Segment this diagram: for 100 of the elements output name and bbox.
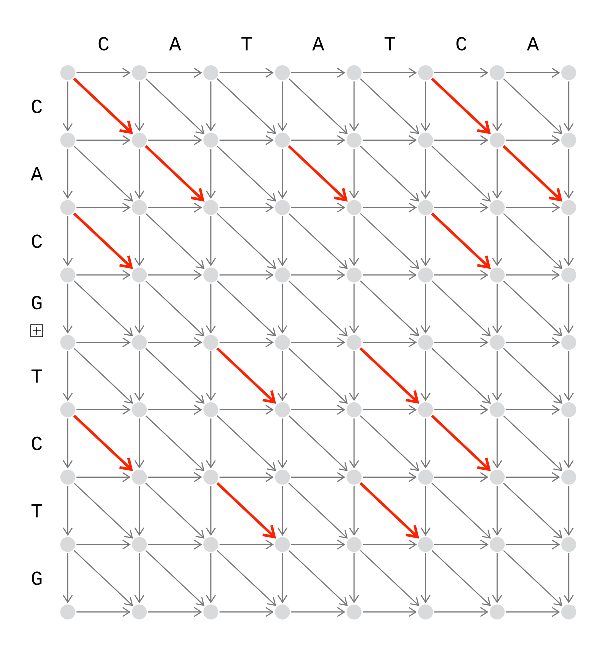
grid-node bbox=[418, 470, 434, 485]
arrow bbox=[217, 213, 276, 270]
grid-node bbox=[418, 402, 434, 418]
arrow bbox=[291, 68, 346, 78]
grid-node bbox=[346, 200, 362, 216]
row-letter: C bbox=[32, 436, 42, 450]
grid-node bbox=[346, 470, 362, 485]
arrow bbox=[278, 284, 288, 334]
column-letter: A bbox=[527, 37, 540, 51]
match-arrow bbox=[216, 348, 276, 404]
arrow bbox=[349, 284, 360, 334]
arrow bbox=[288, 280, 348, 337]
grid-node bbox=[60, 402, 76, 418]
arrow bbox=[134, 351, 145, 402]
grid-node bbox=[204, 132, 219, 148]
arrow bbox=[74, 482, 134, 539]
arrow bbox=[288, 213, 348, 270]
arrow bbox=[564, 418, 574, 469]
arrow bbox=[492, 554, 502, 604]
arrow bbox=[434, 338, 489, 348]
grid-node bbox=[418, 66, 434, 80]
grid-node bbox=[490, 402, 505, 418]
match-arrow bbox=[431, 415, 492, 472]
arrow bbox=[288, 78, 348, 134]
arrow bbox=[363, 338, 418, 348]
arrow bbox=[63, 82, 73, 132]
arrow bbox=[206, 351, 216, 402]
grid-node bbox=[490, 537, 505, 552]
arrow bbox=[220, 607, 274, 618]
grid-node bbox=[275, 268, 290, 283]
arrow bbox=[63, 418, 73, 469]
match-arrow bbox=[431, 78, 492, 134]
arrow bbox=[74, 280, 134, 337]
grid-node bbox=[490, 268, 505, 283]
arrow bbox=[291, 135, 346, 146]
arrow bbox=[503, 416, 563, 472]
arrow bbox=[278, 554, 288, 604]
arrow bbox=[420, 82, 431, 132]
arrow bbox=[220, 472, 274, 482]
arrow bbox=[288, 348, 348, 404]
column-letter: A bbox=[169, 37, 182, 51]
grid-node bbox=[346, 537, 362, 552]
arrow bbox=[63, 284, 73, 334]
arrow bbox=[220, 202, 274, 213]
match-arrow bbox=[502, 145, 563, 202]
arrow bbox=[76, 607, 131, 618]
grid-node bbox=[132, 537, 148, 552]
arrow bbox=[506, 472, 560, 482]
grid-node bbox=[275, 537, 290, 552]
arrow bbox=[360, 550, 420, 606]
arrow bbox=[74, 348, 134, 404]
grid-node bbox=[562, 66, 576, 80]
arrow bbox=[217, 280, 276, 337]
arrow bbox=[148, 338, 202, 348]
column-letter: T bbox=[384, 37, 396, 51]
arrow bbox=[503, 280, 563, 337]
arrow bbox=[148, 270, 202, 280]
grid-node bbox=[275, 66, 290, 80]
grid-node bbox=[346, 335, 362, 350]
arrow bbox=[291, 270, 346, 280]
arrow bbox=[432, 348, 492, 404]
match-arrow bbox=[73, 212, 134, 270]
row-letter: T bbox=[32, 370, 42, 383]
grid-node bbox=[346, 402, 362, 418]
arrow bbox=[349, 149, 360, 200]
arrow bbox=[74, 146, 134, 202]
arrow bbox=[146, 550, 205, 606]
grid-node bbox=[204, 66, 219, 80]
grid-node bbox=[132, 604, 148, 620]
arrow bbox=[220, 405, 274, 415]
arrow bbox=[63, 554, 73, 604]
grid-node bbox=[418, 537, 434, 552]
arrow bbox=[206, 149, 216, 200]
arrow bbox=[291, 405, 346, 415]
arrow bbox=[148, 472, 202, 482]
grid-node bbox=[132, 200, 148, 216]
arrow bbox=[63, 149, 73, 200]
arrow bbox=[420, 284, 431, 334]
arrow bbox=[434, 68, 489, 78]
arrow bbox=[217, 550, 276, 606]
arrow bbox=[291, 540, 346, 550]
arrow bbox=[288, 482, 348, 539]
arrow bbox=[76, 338, 131, 348]
arrow bbox=[434, 202, 489, 213]
grid-node bbox=[132, 335, 148, 350]
grid-node bbox=[204, 268, 219, 283]
arrow bbox=[564, 554, 574, 604]
arrow bbox=[363, 68, 418, 78]
arrow bbox=[363, 405, 418, 415]
arrow bbox=[76, 68, 131, 78]
arrow bbox=[434, 135, 489, 146]
arrow bbox=[564, 284, 574, 334]
arrow bbox=[360, 280, 420, 337]
arrow bbox=[146, 416, 205, 472]
grid-node bbox=[60, 604, 76, 620]
column-letter: T bbox=[242, 37, 252, 51]
column-letter: C bbox=[98, 37, 109, 51]
match-arrow bbox=[360, 348, 420, 404]
arrow bbox=[564, 216, 574, 266]
arrow bbox=[432, 146, 492, 202]
